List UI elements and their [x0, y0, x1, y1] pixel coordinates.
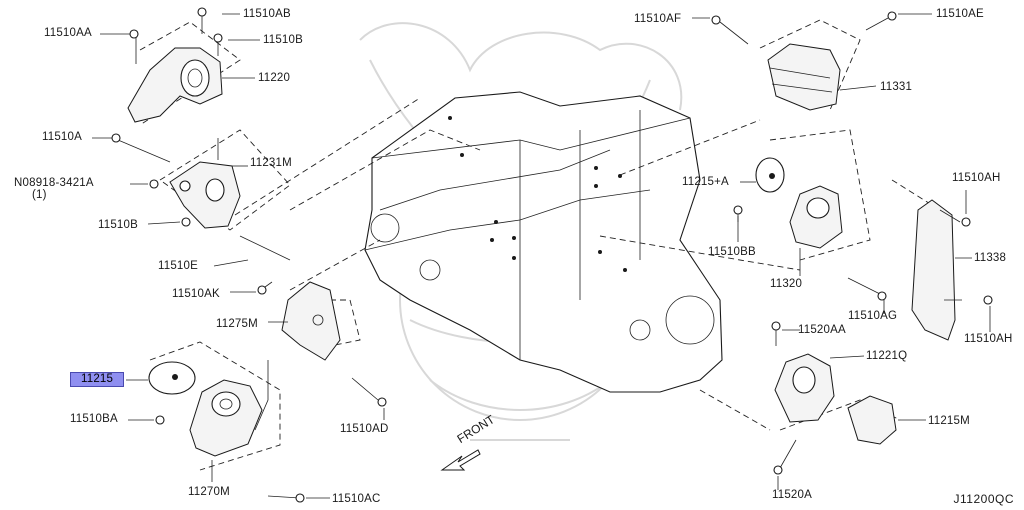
mount-11220	[127, 47, 223, 123]
bracket-11338	[911, 199, 956, 341]
diagram-id: J11200QC	[953, 492, 1014, 506]
callout-11510AA[interactable]: 11510AA	[44, 27, 92, 39]
callout-11520AA[interactable]: 11520AA	[798, 324, 846, 336]
mount-11320	[755, 157, 843, 249]
callout-11510B-top[interactable]: 11510B	[263, 34, 303, 46]
callout-11510AC[interactable]: 11510AC	[332, 493, 381, 505]
callout-11510A[interactable]: 11510A	[42, 131, 82, 143]
bracket-11215M	[847, 395, 897, 445]
mount-11331	[767, 43, 841, 111]
mount-11221Q	[774, 353, 835, 423]
callout-11510E[interactable]: 11510E	[158, 260, 198, 272]
callout-11510B-lower[interactable]: 11510B	[98, 219, 138, 231]
callout-11510AH-lower[interactable]: 11510AH	[964, 333, 1013, 345]
callout-11510AG[interactable]: 11510AG	[848, 310, 898, 322]
callout-11510AB[interactable]: 11510AB	[243, 8, 291, 20]
callout-11510BB[interactable]: 11510BB	[708, 246, 756, 258]
bracket-11231M	[169, 138, 241, 229]
callout-11510AD[interactable]: 11510AD	[340, 423, 389, 435]
callout-quantity: (1)	[32, 189, 47, 201]
callout-11510AE[interactable]: 11510AE	[936, 8, 984, 20]
callout-11331[interactable]: 11331	[880, 81, 913, 93]
callout-11220[interactable]: 11220	[258, 72, 291, 84]
callout-11520A[interactable]: 11520A	[772, 489, 812, 501]
engine-block	[364, 91, 723, 393]
callout-11510AH-top[interactable]: 11510AH	[952, 172, 1001, 184]
callout-11338[interactable]: 11338	[974, 252, 1007, 264]
callout-11270M[interactable]: 11270M	[188, 486, 230, 498]
callout-11215-selected[interactable]: 11215	[70, 372, 125, 387]
callout-11215-A[interactable]: 11215+A	[682, 176, 729, 188]
mount-11270M	[189, 360, 269, 457]
callout-11221Q[interactable]: 11221Q	[866, 350, 908, 362]
front-arrow-icon	[440, 449, 481, 471]
callout-11320[interactable]: 11320	[770, 278, 803, 290]
callout-11275M[interactable]: 11275M	[216, 318, 258, 330]
callout-11231M[interactable]: 11231M	[250, 157, 292, 169]
callout-11510BA[interactable]: 11510BA	[70, 413, 118, 425]
callout-11215M[interactable]: 11215M	[928, 415, 970, 427]
bolts	[111, 7, 993, 503]
leader-lines	[92, 13, 991, 499]
insulator-11215	[148, 361, 196, 395]
callout-08918-3421A[interactable]: N08918-3421A	[14, 177, 94, 189]
bracket-11275M	[281, 281, 341, 361]
callout-11510AK[interactable]: 11510AK	[172, 288, 220, 300]
callout-11510AF[interactable]: 11510AF	[634, 13, 682, 25]
